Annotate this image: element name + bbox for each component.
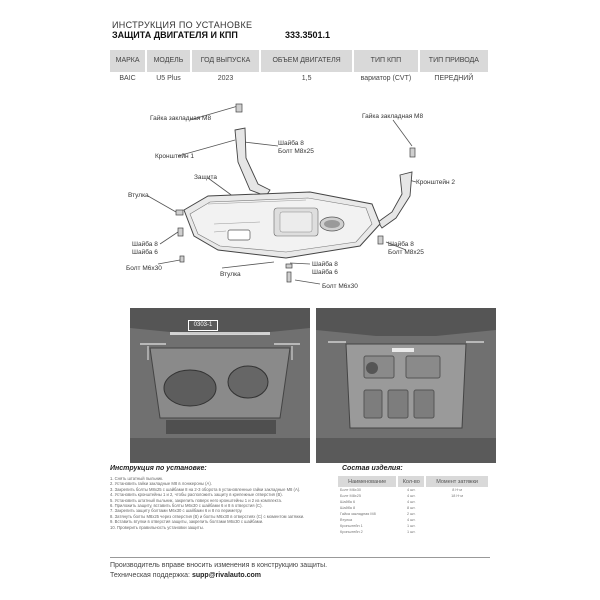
comp-name: Шайба 8 <box>338 505 399 511</box>
label-sleeve-bottom: Втулка <box>220 271 241 278</box>
comp-qty: 1 шт. <box>397 529 427 535</box>
bracket-2-part <box>377 171 413 229</box>
product-code: 333.3501.1 <box>285 30 331 40</box>
components-header-row: Наименование Кол-во Момент затяжки <box>338 476 490 487</box>
label-nut-right: Гайка закладная М8 <box>362 112 423 120</box>
guard-plate <box>183 191 381 259</box>
instruction-step: 5. Установить штатный пыльник, закрепить… <box>110 497 283 503</box>
instruction-step: 9. Вставить втулки в отверстия защиты, з… <box>110 519 264 525</box>
label-bracket-2: Кронштейн 2 <box>416 178 455 186</box>
instruction-step: 3. Закрепить болты М8х25 с шайбами 8 на … <box>110 486 301 492</box>
comp-name: Болт М8х25 <box>338 493 399 499</box>
comp-torque: 18 Н·м <box>425 493 490 499</box>
instructions-title: Инструкция по установке: <box>110 465 207 472</box>
label-bolt-top: Болт М8х25 <box>278 148 314 155</box>
support-label: Техническая поддержка: <box>110 572 191 579</box>
label-washer-top: Шайба 8 <box>278 139 304 147</box>
label-bolt-m6-center: Болт М6х30 <box>322 283 358 290</box>
instruction-step: 2. Установить гайки закладные М8 в лонже… <box>110 481 212 487</box>
comp-torque: 8 Н·м <box>425 487 490 493</box>
comp-qty: 4 шт. <box>397 499 427 505</box>
footer-divider <box>110 557 490 558</box>
spec-col-year: ГОД ВЫПУСКА <box>190 50 262 72</box>
instruction-step: 1. Снять штатный пыльник. <box>110 476 164 481</box>
instruction-step: 6. Приложить защиту, вставить болты М6х3… <box>110 503 263 509</box>
product-name: ЗАЩИТА ДВИГАТЕЛЯ И КПП <box>112 30 238 40</box>
comp-qty: 2 шт. <box>397 511 427 517</box>
spec-engine: 1,5 <box>260 72 355 84</box>
comp-col-torque: Момент затяжки <box>425 476 490 487</box>
footer-disclaimer: Производитель вправе вносить изменения в… <box>110 562 328 569</box>
label-washer6-left: Шайба 6 <box>132 248 158 256</box>
comp-name: Гайка закладная М8 <box>338 511 399 517</box>
label-nut-left: Гайка закладная М8 <box>150 114 211 122</box>
footer-support: Техническая поддержка: supp@rivalauto.co… <box>110 572 261 579</box>
instruction-step: 7. Закрепить защиту болтами М6х30 с шайб… <box>110 508 243 514</box>
comp-qty: 8 шт. <box>397 505 427 511</box>
spec-gearbox: вариатор (CVT) <box>353 72 420 84</box>
underbody-photo-before: 0303-1 <box>130 308 310 463</box>
spec-col-model: МОДЕЛЬ <box>146 50 192 72</box>
spec-make: BAIC <box>110 72 148 84</box>
label-bolt-m6-left: Болт М6х30 <box>126 265 162 272</box>
comp-torque <box>425 529 490 535</box>
spec-col-gearbox: ТИП КПП <box>353 50 420 72</box>
support-email-link[interactable]: supp@rivalauto.com <box>191 572 262 579</box>
label-sleeve-left: Втулка <box>128 192 149 199</box>
comp-torque <box>425 505 490 511</box>
document-title: ИНСТРУКЦИЯ ПО УСТАНОВКЕ <box>112 20 253 30</box>
spec-model: U5 Plus <box>146 72 192 84</box>
comp-name: Кронштейн 1 <box>338 523 399 529</box>
spec-value-row: BAIC U5 Plus 2023 1,5 вариатор (CVT) ПЕР… <box>110 72 491 84</box>
comp-col-qty: Кол-во <box>397 476 427 487</box>
underbody-photo-after <box>316 308 496 463</box>
label-washer6-center: Шайба 6 <box>312 268 338 276</box>
comp-qty: 1 шт. <box>397 523 427 529</box>
vehicle-spec-table: МАРКА МОДЕЛЬ ГОД ВЫПУСКА ОБЪЕМ ДВИГАТЕЛЯ… <box>110 50 491 84</box>
comp-qty: 4 шт. <box>397 493 427 499</box>
instruction-step: 4. Установить кронштейны 1 и 2, чтобы ра… <box>110 492 283 498</box>
spec-year: 2023 <box>190 72 262 84</box>
comp-torque <box>425 511 490 517</box>
label-bracket-1: Кронштейн 1 <box>155 152 194 160</box>
spec-header-row: МАРКА МОДЕЛЬ ГОД ВЫПУСКА ОБЪЕМ ДВИГАТЕЛЯ… <box>110 50 491 72</box>
comp-name: Кронштейн 2 <box>338 529 399 535</box>
spec-drive: ПЕРЕДНИЙ <box>418 72 491 84</box>
instruction-step: 8. Затянуть болты М8х25 через отверстия … <box>110 513 305 519</box>
photo-reference-tag: 0303-1 <box>188 320 218 331</box>
label-guard: Защита <box>194 174 217 181</box>
instruction-step: 10. Проверить правильность установки защ… <box>110 524 204 530</box>
comp-qty: 4 шт. <box>397 517 427 523</box>
comp-torque <box>425 517 490 523</box>
spec-col-drive: ТИП ПРИВОДА <box>418 50 491 72</box>
instructions-list: 1. Снять штатный пыльник. 2. Установить … <box>110 476 320 530</box>
comp-torque <box>425 523 490 529</box>
label-washer8-center: Шайба 8 <box>312 260 338 268</box>
comp-col-name: Наименование <box>338 476 399 487</box>
comp-name: Втулка <box>338 517 399 523</box>
comp-name: Болт М6х30 <box>338 487 399 493</box>
bracket-1-part <box>234 127 271 197</box>
comp-qty: 4 шт. <box>397 487 427 493</box>
label-washer8-right: Шайба 8 <box>388 240 414 248</box>
spec-col-engine: ОБЪЕМ ДВИГАТЕЛЯ <box>260 50 355 72</box>
comp-name: Шайба 6 <box>338 499 399 505</box>
components-title: Состав изделия: <box>342 465 403 472</box>
assembly-diagram: Гайка закладная М8 Гайка закладная М8 Кр… <box>126 103 455 290</box>
comp-torque <box>425 499 490 505</box>
components-table: Наименование Кол-во Момент затяжки Болт … <box>338 476 490 535</box>
label-bolt-right: Болт М8х25 <box>388 249 424 256</box>
label-washer8-left: Шайба 8 <box>132 240 158 248</box>
spec-col-make: МАРКА <box>110 50 148 72</box>
